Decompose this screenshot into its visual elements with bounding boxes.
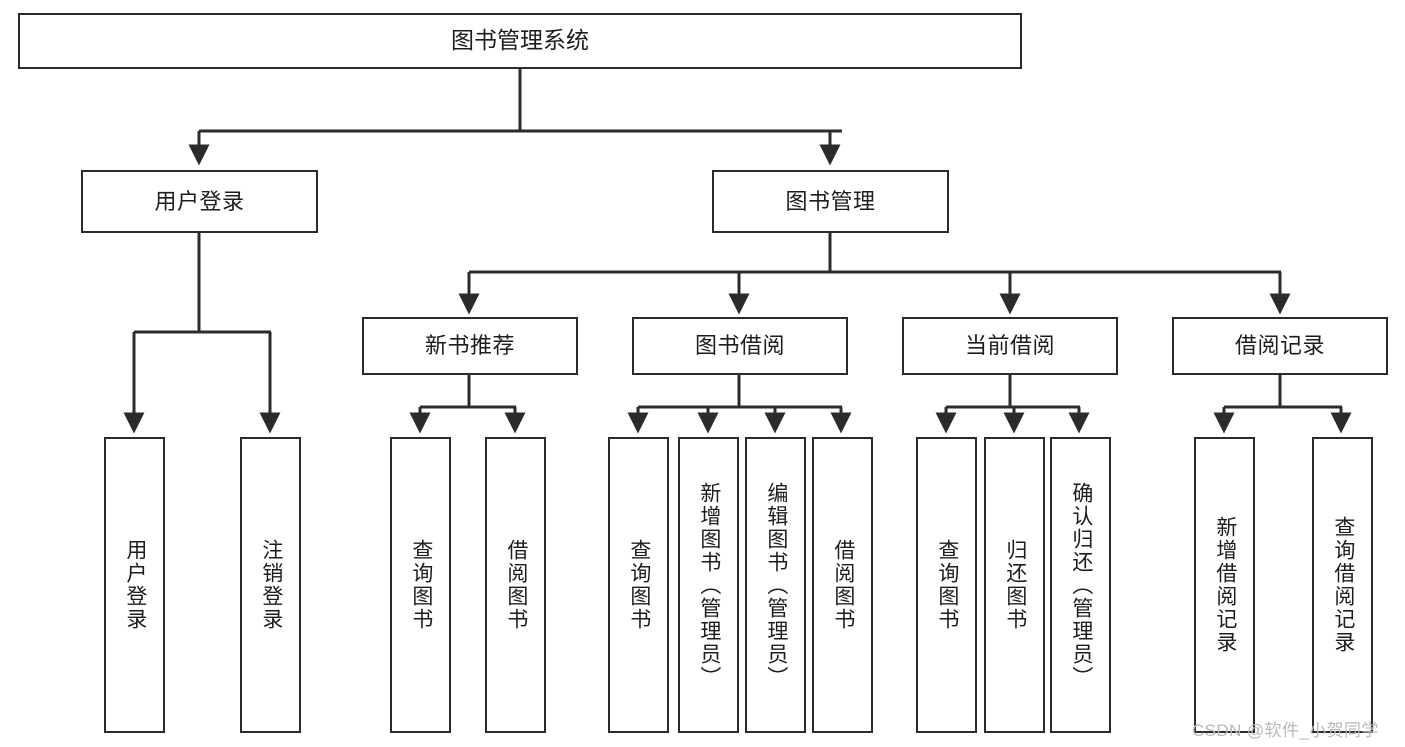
leaf-confirm-return[interactable]: 确认归还（管理员） <box>1050 437 1111 733</box>
node-label: 借阅图书 <box>504 539 528 631</box>
node-label: 新增借阅记录 <box>1213 516 1237 654</box>
node-book-management[interactable]: 图书管理 <box>712 170 949 233</box>
node-label: 图书管理系统 <box>451 27 589 54</box>
node-label: 查询借阅记录 <box>1331 516 1355 654</box>
leaf-user-login[interactable]: 用户登录 <box>104 437 165 733</box>
node-label: 注销登录 <box>259 539 283 631</box>
node-label: 查询图书 <box>627 539 651 631</box>
csdn-watermark: CSDN @软件_小贺同学 <box>1192 721 1379 740</box>
node-borrow-record[interactable]: 借阅记录 <box>1172 317 1388 375</box>
node-label: 借阅记录 <box>1234 333 1325 359</box>
node-label: 归还图书 <box>1003 539 1027 631</box>
node-label: 借阅图书 <box>831 539 855 631</box>
node-label: 查询图书 <box>409 539 433 631</box>
node-label: 新增图书（管理员） <box>697 481 721 689</box>
node-label: 确认归还（管理员） <box>1069 481 1093 689</box>
node-label: 新书推荐 <box>424 333 515 359</box>
node-user-login[interactable]: 用户登录 <box>81 170 318 233</box>
leaf-add-book[interactable]: 新增图书（管理员） <box>678 437 739 733</box>
node-label: 用户登录 <box>154 188 245 214</box>
leaf-logout[interactable]: 注销登录 <box>240 437 301 733</box>
leaf-borrow-book-2[interactable]: 借阅图书 <box>812 437 873 733</box>
node-label: 当前借阅 <box>964 333 1055 359</box>
leaf-query-record[interactable]: 查询借阅记录 <box>1312 437 1373 733</box>
leaf-query-book-1[interactable]: 查询图书 <box>390 437 451 733</box>
leaf-add-record[interactable]: 新增借阅记录 <box>1194 437 1255 733</box>
node-current-borrow[interactable]: 当前借阅 <box>902 317 1118 375</box>
node-label: 图书管理 <box>785 188 876 214</box>
node-root-book-management-system[interactable]: 图书管理系统 <box>18 13 1022 69</box>
leaf-query-book-3[interactable]: 查询图书 <box>916 437 977 733</box>
node-new-book-recommend[interactable]: 新书推荐 <box>362 317 578 375</box>
node-label: 图书借阅 <box>694 333 785 359</box>
node-book-borrow[interactable]: 图书借阅 <box>632 317 848 375</box>
node-label: 查询图书 <box>935 539 959 631</box>
leaf-query-book-2[interactable]: 查询图书 <box>608 437 669 733</box>
node-label: 用户登录 <box>123 539 147 631</box>
leaf-borrow-book-1[interactable]: 借阅图书 <box>485 437 546 733</box>
leaf-return-book[interactable]: 归还图书 <box>984 437 1045 733</box>
leaf-edit-book[interactable]: 编辑图书（管理员） <box>745 437 806 733</box>
node-label: 编辑图书（管理员） <box>764 481 788 689</box>
